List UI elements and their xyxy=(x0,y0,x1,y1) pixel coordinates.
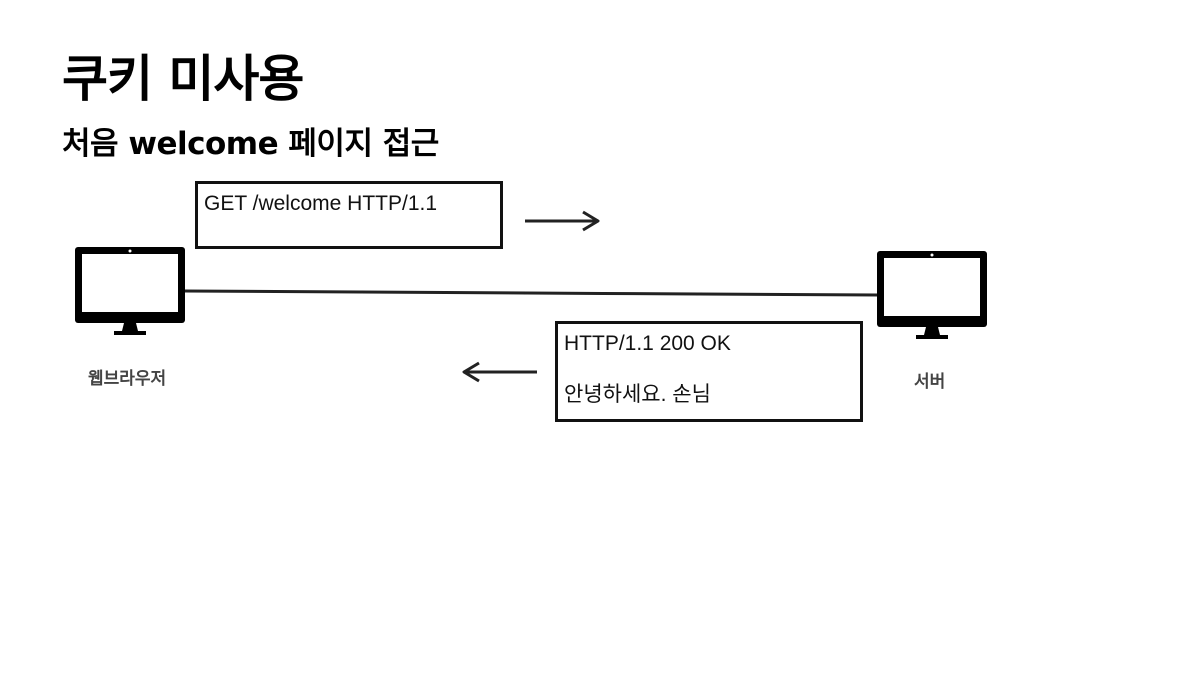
page-subtitle: 처음 welcome 페이지 접근 xyxy=(62,126,439,162)
request-line: GET /welcome HTTP/1.1 xyxy=(204,192,438,215)
client-monitor-icon xyxy=(75,247,185,335)
server-label: 서버 xyxy=(914,372,946,392)
server-monitor-icon xyxy=(877,251,987,339)
arrow-right-icon xyxy=(525,210,600,232)
page-title: 쿠키 미사용 xyxy=(62,50,304,108)
connection-line xyxy=(183,289,879,297)
arrow-left-icon xyxy=(462,361,537,383)
response-status-line: HTTP/1.1 200 OK xyxy=(564,332,731,355)
request-message-box: GET /welcome HTTP/1.1 xyxy=(195,181,503,249)
client-label: 웹브라우저 xyxy=(88,369,167,389)
response-message-box: HTTP/1.1 200 OK 안녕하세요. 손님 xyxy=(555,321,863,422)
response-body: 안녕하세요. 손님 xyxy=(564,383,711,406)
